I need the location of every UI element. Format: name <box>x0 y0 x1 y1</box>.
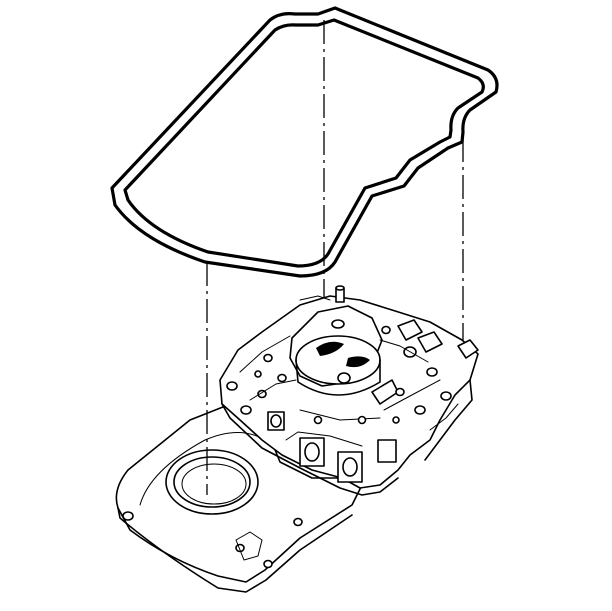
valve-body-bolt-hole <box>277 373 287 383</box>
accumulator-post <box>337 372 351 384</box>
cover-bolt-hole <box>122 511 134 521</box>
valve-body-channel <box>285 431 363 447</box>
valve-body-channel <box>429 403 459 431</box>
valve-body-channel <box>379 339 429 363</box>
dowel-pin-top-head <box>335 285 345 291</box>
check-ball <box>392 416 400 424</box>
alignment-lines <box>206 20 464 495</box>
valve-body-bolt-hole <box>440 391 452 401</box>
valve-body-channel <box>249 379 297 401</box>
valve-body <box>219 285 479 496</box>
valve-body-outline <box>219 295 479 489</box>
valve-body-side-face <box>221 403 399 496</box>
cover-bolt-hole <box>263 559 273 569</box>
accumulator-slot <box>346 356 370 368</box>
valve-spool-end <box>342 457 358 477</box>
cover-bore-outer <box>165 449 259 515</box>
accumulator-side <box>295 359 381 396</box>
locating-boss-right <box>457 339 479 359</box>
valve-body-channel <box>299 409 381 421</box>
valve-body-bolt-hole <box>426 367 438 377</box>
cover-plate-bottom-edge <box>117 507 353 593</box>
valve-body-channel <box>383 379 441 411</box>
cover-bore-middle <box>173 456 251 508</box>
valve-body-bolt-hole <box>395 387 405 397</box>
valve-body-bolt-hole <box>414 405 426 415</box>
check-ball <box>357 415 367 425</box>
cover-bolt-hole <box>293 517 303 527</box>
valve-body-right-face <box>424 379 473 461</box>
valve-body-bolt-hole <box>263 353 273 363</box>
cover-boss <box>235 531 263 561</box>
valve-body-channel <box>239 335 291 373</box>
valve-bore <box>377 439 397 463</box>
accumulator-slot <box>316 341 344 356</box>
valve-spool-end <box>270 414 282 428</box>
solenoid <box>397 319 423 341</box>
valve-body-bolt-hole <box>257 389 267 399</box>
gasket-inner-edge <box>123 18 485 268</box>
valve-spool-end <box>304 442 320 462</box>
cover-bore-inner <box>181 463 247 505</box>
valve-body-bolt-hole <box>240 405 252 415</box>
case-cover <box>115 404 363 593</box>
pan-gasket <box>110 6 499 278</box>
accumulator-center-bolt <box>331 319 345 329</box>
cover-plate-rim <box>139 432 266 506</box>
check-ball <box>313 415 323 425</box>
valve-body-bolt-hole <box>381 325 391 335</box>
gasket-outer-edge <box>110 6 499 278</box>
check-ball <box>254 370 262 378</box>
valve-body-channel <box>299 295 331 301</box>
valve-body-bolt-hole <box>226 381 238 391</box>
solenoid <box>417 331 443 353</box>
